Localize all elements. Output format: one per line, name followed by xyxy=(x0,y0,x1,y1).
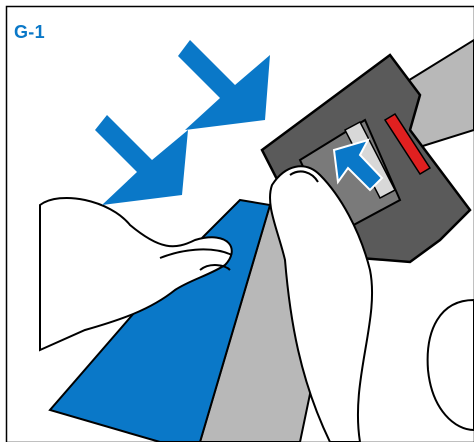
circle-element xyxy=(428,300,474,430)
press-arrow-icon xyxy=(178,40,270,130)
step-label: G-1 xyxy=(14,22,45,43)
press-arrow-icon xyxy=(95,115,188,205)
